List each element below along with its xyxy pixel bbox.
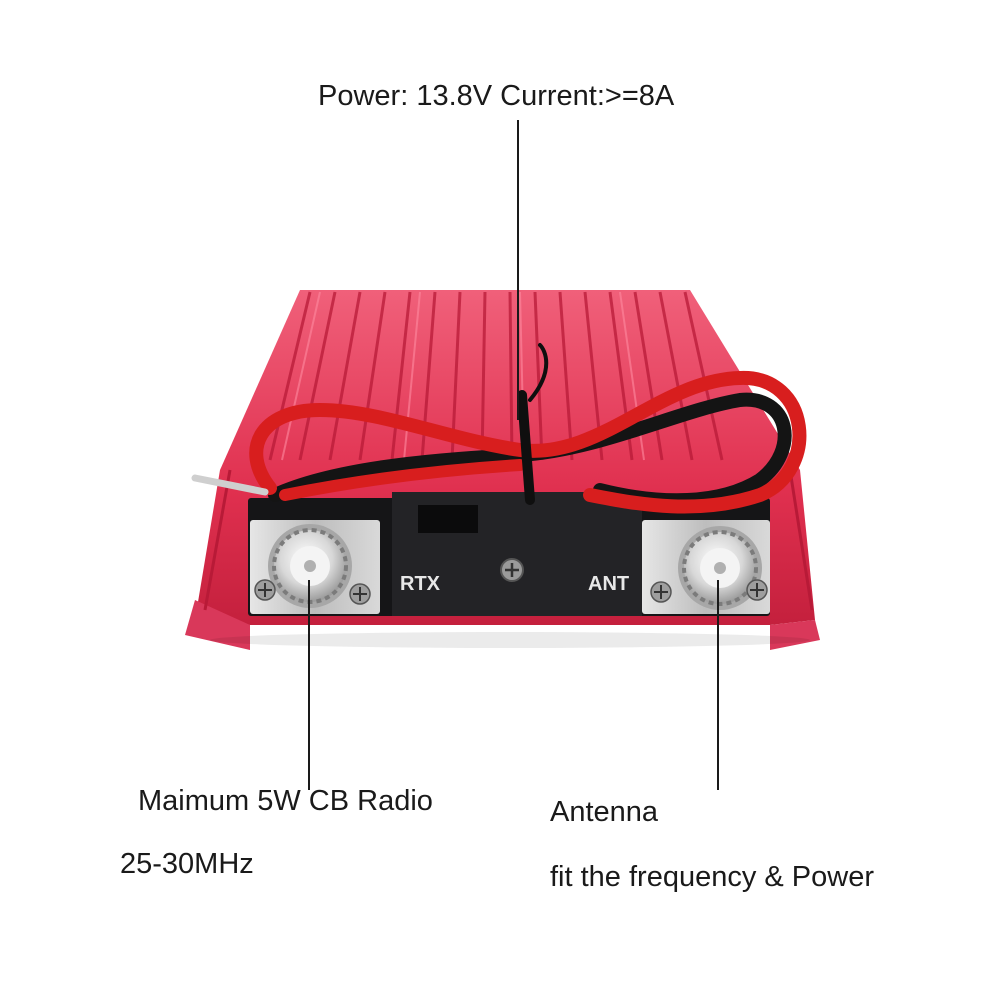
antenna-callout: Antenna [550,796,659,828]
rtx-connector [250,520,380,614]
ant-leader-line [717,580,719,790]
power-callout: Power: 13.8V Current:>=8A [318,80,675,112]
ant-label: ANT [588,573,629,595]
ant-connector [642,520,770,614]
antenna-note-callout: fit the frequency & Power [550,861,874,893]
rtx-leader-line [308,580,310,790]
frequency-callout: 25-30MHz [120,848,254,880]
power-cable [191,343,807,514]
rtx-label: RTX [400,573,441,595]
power-leader-line [517,120,519,420]
rtx-power-callout: Maimum 5W CB Radio [138,785,433,817]
